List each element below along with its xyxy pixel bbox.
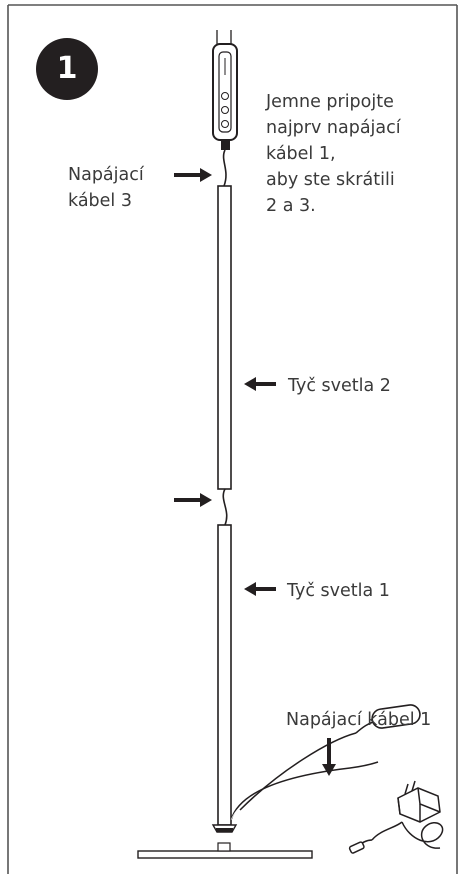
label-rod-1: Tyč svetla 1 bbox=[287, 581, 390, 601]
inline-switch bbox=[371, 704, 421, 729]
cable-2 bbox=[222, 488, 228, 526]
arrow-rod-2 bbox=[244, 377, 276, 391]
light-rod-1 bbox=[217, 524, 232, 826]
label-cable-3-line: kábel 3 bbox=[68, 191, 132, 211]
step-number-badge: 1 bbox=[36, 38, 98, 100]
arrow-rod-1 bbox=[244, 582, 276, 596]
instruction-line: kábel 1, bbox=[266, 144, 336, 164]
instruction-line: Jemne pripojte bbox=[266, 92, 394, 112]
cable-1-inner bbox=[230, 770, 351, 821]
cable-3 bbox=[222, 149, 227, 187]
instruction-line: najprv napájací bbox=[266, 118, 401, 138]
arrow-cable-3 bbox=[174, 168, 212, 182]
base-collar-fill bbox=[216, 828, 233, 832]
switch-cable-link bbox=[355, 721, 374, 734]
base-plug bbox=[217, 842, 231, 852]
instruction-line: aby ste skrátili bbox=[266, 170, 395, 190]
control-buttons bbox=[221, 58, 229, 128]
arrow-cable-1 bbox=[322, 738, 336, 776]
label-rod-2: Tyč svetla 2 bbox=[288, 376, 391, 396]
label-cable-3-line: Napájací bbox=[68, 165, 144, 185]
light-rod-2 bbox=[217, 185, 232, 490]
lamp-base bbox=[137, 850, 313, 859]
label-cable-1: Napájací kábel 1 bbox=[286, 710, 432, 730]
instruction-note: Jemne pripojte najprv napájací kábel 1, … bbox=[266, 89, 401, 219]
cable-1-lead bbox=[239, 732, 357, 811]
cable-1 bbox=[230, 761, 379, 821]
page-border bbox=[7, 4, 458, 874]
label-cable-3: Napájací kábel 3 bbox=[68, 162, 144, 214]
instruction-line: 2 a 3. bbox=[266, 196, 316, 216]
arrow-cable-2 bbox=[174, 493, 212, 507]
head-connector bbox=[221, 140, 230, 150]
power-adapter bbox=[348, 780, 444, 854]
